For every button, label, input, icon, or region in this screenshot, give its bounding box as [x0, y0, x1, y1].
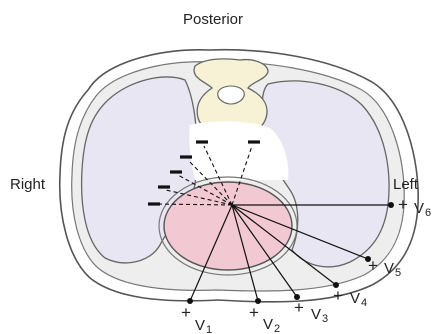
- lead-v5-name: V: [384, 260, 394, 277]
- lead-v6-sub: 6: [425, 207, 431, 219]
- lead-label-v2: + V 2: [249, 303, 280, 334]
- lead-v4-name: V: [350, 290, 360, 307]
- lead-v5-sub: 5: [395, 267, 401, 279]
- lead-v6-plus: +: [398, 195, 408, 214]
- lead-v1-sub: 1: [206, 324, 212, 334]
- lead-v4-plus: +: [333, 286, 343, 305]
- lead-v1-name: V: [195, 317, 205, 334]
- label-posterior: Posterior: [183, 11, 243, 28]
- electrode-v6: [388, 202, 394, 208]
- spinal-canal: [218, 86, 245, 104]
- lead-v2-name: V: [263, 316, 273, 333]
- lead-v4-sub: 4: [361, 297, 367, 309]
- lead-v3-plus: +: [294, 298, 304, 317]
- lead-v2-sub: 2: [274, 323, 280, 334]
- lead-v6-name: V: [414, 200, 424, 217]
- lead-v1-plus: +: [181, 303, 191, 322]
- lead-label-v3: + V 3: [294, 298, 328, 325]
- lead-label-v1: + V 1: [181, 303, 212, 334]
- label-left: Left: [393, 176, 419, 193]
- lead-v3-sub: 3: [322, 313, 328, 325]
- lead-v3-name: V: [311, 306, 321, 323]
- label-right: Right: [10, 176, 46, 193]
- heart: [164, 182, 292, 270]
- lead-v5-plus: +: [368, 256, 378, 275]
- lead-v2-plus: +: [249, 303, 259, 322]
